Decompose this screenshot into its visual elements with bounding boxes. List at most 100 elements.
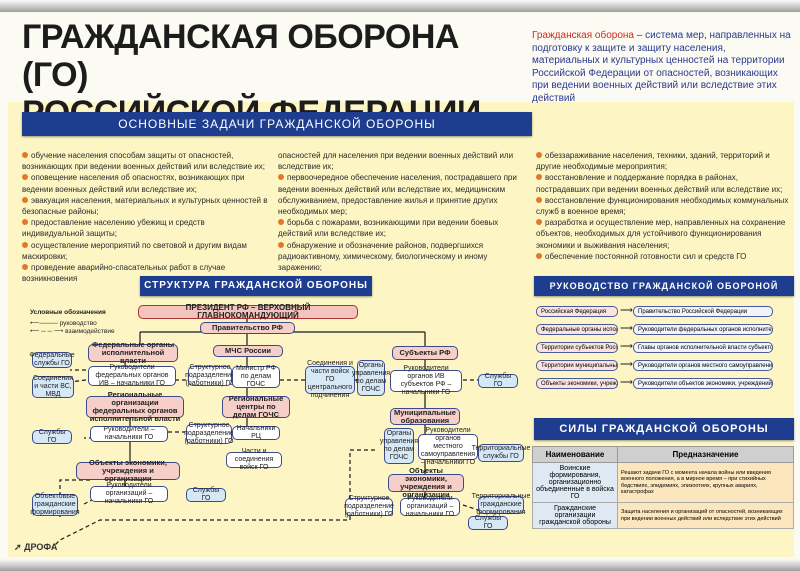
bullet-icon: [22, 264, 28, 271]
task-item: обеззараживание населения, техники, здан…: [536, 150, 790, 172]
arrow-right-icon: ⟶: [620, 359, 633, 369]
reg-orgs-box: Региональные организации федеральных орг…: [86, 391, 184, 423]
publisher-icon: ➚: [14, 542, 22, 552]
legend: Условные обозначения ⟵──── руководство ⟵…: [30, 309, 115, 335]
bullet-icon: [536, 174, 542, 181]
task-item: опасностей для населения при ведении вое…: [278, 150, 526, 172]
econ-right-struct-box: Структурное подразделение (работники) ГО: [344, 495, 394, 518]
leadership-head: Руководители федеральных органов исполни…: [633, 324, 773, 335]
legend-title: Условные обозначения: [30, 309, 106, 316]
reg-heads-box: Руководители – начальники ГО: [90, 426, 168, 442]
task-text: предоставление населению убежищ и средст…: [22, 218, 205, 239]
task-text: эвакуация населения, материальных и куль…: [22, 195, 268, 217]
table-row: Воинские формирования, организационно об…: [532, 462, 794, 503]
econ-right-services-box: Службы ГО: [468, 515, 508, 530]
task-item: обнаружение и обозначение районов, подве…: [278, 240, 526, 274]
definition-text: – система мер, направленных на подготовк…: [532, 30, 791, 104]
bullet-icon: [22, 241, 28, 248]
arrow-right-icon: ⟶: [620, 305, 633, 315]
bullet-icon: [22, 152, 28, 158]
fed-services-box: Федеральные службы ГО: [29, 352, 75, 368]
task-text: первоочередное обеспечение населения, по…: [278, 173, 517, 217]
gochs-bodies-box: Органы управления по делам ГОЧС: [352, 360, 390, 396]
mchs-box: МЧС России: [213, 345, 283, 357]
task-text: оповещение населения об опасностях, возн…: [22, 173, 245, 194]
coop-arrow-icon: ⟵ ─ ─ ⟶: [30, 328, 64, 335]
task-item: предоставление населению убежищ и средст…: [22, 217, 268, 239]
fed-heads-box: Руководители федеральных органов ИВ – на…: [88, 364, 176, 387]
leadership-level: Российская Федерация: [536, 306, 618, 317]
reg-services-box: Службы ГО: [32, 429, 72, 444]
task-text: обеспечение постоянной готовности сил и …: [545, 251, 747, 261]
forces-heading: СИЛЫ ГРАЖДАНСКОЙ ОБОРОНЫ: [534, 418, 794, 440]
leadership-head: Главы органов исполнительной власти субъ…: [633, 342, 773, 353]
bullet-icon: [22, 196, 28, 203]
task-item: восстановление и поддержание порядка в р…: [536, 172, 790, 194]
rc-heads-box: Начальники РЦ: [232, 425, 280, 440]
bullet-icon: [278, 241, 284, 248]
leadership-head: Правительство Российской Федерации: [633, 306, 773, 317]
leadership-level: Федеральные органы исполнительной власти: [536, 324, 618, 335]
econ-left-box: Объекты экономики, учреждения и организа…: [76, 459, 180, 483]
bullet-icon: [22, 219, 28, 226]
leadership-level: Объекты экономики, учреждения и организа…: [536, 378, 618, 389]
task-text: осуществление мероприятий по световой и …: [22, 240, 247, 261]
econ-right-box: Объекты экономики, учреждения и организа…: [388, 467, 464, 499]
legend-coop: взаимодействие: [65, 328, 115, 335]
leadership-level: Территории субъектов Российской Федераци…: [536, 342, 618, 353]
subjects-box: Субъекты РФ: [392, 346, 458, 360]
econ-left-form-box: Объектовые гражданские формирования: [30, 493, 80, 516]
reg-struct-box: Структурное подразделение (работники) ГО: [184, 422, 234, 445]
arrow-right-icon: ⟶: [620, 341, 633, 351]
definition: Гражданская оборона – система мер, напра…: [532, 30, 794, 105]
reg-centers-box: Региональные центры по делам ГОЧС: [222, 395, 290, 419]
task-item: эвакуация населения, материальных и куль…: [22, 195, 268, 217]
econ-right-heads-box: Руководители организаций – начальники ГО: [400, 495, 460, 518]
task-item: восстановление функционирования необходи…: [536, 195, 790, 217]
tasks-column-2: опасностей для населения при ведении вое…: [278, 150, 526, 273]
bullet-icon: [536, 196, 542, 203]
task-item: обеспечение постоянной готовности сил и …: [536, 251, 790, 262]
mun-services-box: Территориальные службы ГО: [471, 444, 531, 462]
federal-bodies-box: Федеральные органы исполнительной власти: [88, 341, 178, 365]
arrow-right-icon: ⟶: [620, 377, 633, 387]
task-text: восстановление функционирования необходи…: [536, 195, 789, 217]
bullet-icon: [536, 219, 542, 226]
subj-services-box: Службы ГО: [478, 373, 518, 388]
task-text: обнаружение и обозначение районов, подве…: [278, 240, 488, 273]
leadership-level: Территории муниципальных образований: [536, 360, 618, 371]
bullet-icon: [536, 252, 542, 259]
structure-heading: СТРУКТУРА ГРАЖДАНСКОЙ ОБОРОНЫ: [140, 276, 372, 296]
task-text: опасностей для населения при ведении вое…: [278, 151, 514, 172]
task-item: осуществление мероприятий по световой и …: [22, 240, 268, 262]
table-row: Гражданские организации гражданской обор…: [532, 502, 794, 529]
econ-left-services-box: Службы ГО: [186, 487, 226, 502]
legend-lead: руководство: [59, 320, 97, 327]
mun-gochs-box: Органы управления по делам ГОЧС: [380, 428, 418, 464]
top-rod: [0, 0, 800, 12]
forces-col-purpose: Предназначение: [617, 446, 794, 463]
task-text: проведение аварийно-спасательных работ в…: [22, 263, 226, 284]
task-item: первоочередное обеспечение населения, по…: [278, 172, 526, 217]
econ-right-form-box: Территориальные гражданские формирования: [471, 493, 531, 516]
definition-term: Гражданская оборона: [532, 30, 634, 41]
forces-name: Воинские формирования, организационно об…: [532, 462, 618, 503]
bullet-icon: [278, 219, 284, 226]
title-line-1: ГРАЖДАНСКАЯ ОБОРОНА (ГО): [22, 18, 459, 94]
president-box: ПРЕЗИДЕНТ РФ – ВЕРХОВНЫЙ ГЛАВНОКОМАНДУЮЩ…: [138, 304, 358, 320]
task-text: борьба с пожарами, возникающими при веде…: [278, 218, 499, 239]
leadership-head: Руководители объектов экономики, учрежде…: [633, 378, 773, 389]
task-item: борьба с пожарами, возникающими при веде…: [278, 217, 526, 239]
publisher-name: ДРОФА: [24, 542, 58, 552]
forces-purpose: Защита населения и организаций от опасно…: [617, 502, 794, 529]
rc-troops-box: Части и соединения войск ГО: [226, 448, 282, 471]
forces-name: Гражданские организации гражданской обор…: [532, 502, 618, 529]
subj-heads-box: Руководители органов ИВ субъектов РФ – н…: [390, 365, 462, 396]
fed-struct-box: Структурное подразделение (работники) ГО: [185, 364, 235, 387]
task-item: оповещение населения об опасностях, возн…: [22, 172, 268, 194]
fed-units-box: Соединения и части ВС, МВД: [32, 375, 74, 398]
minister-box: Министр РФ по делам ГОЧС: [232, 365, 280, 388]
bullet-icon: [278, 174, 284, 181]
lead-arrow-icon: ⟵────: [30, 320, 58, 327]
